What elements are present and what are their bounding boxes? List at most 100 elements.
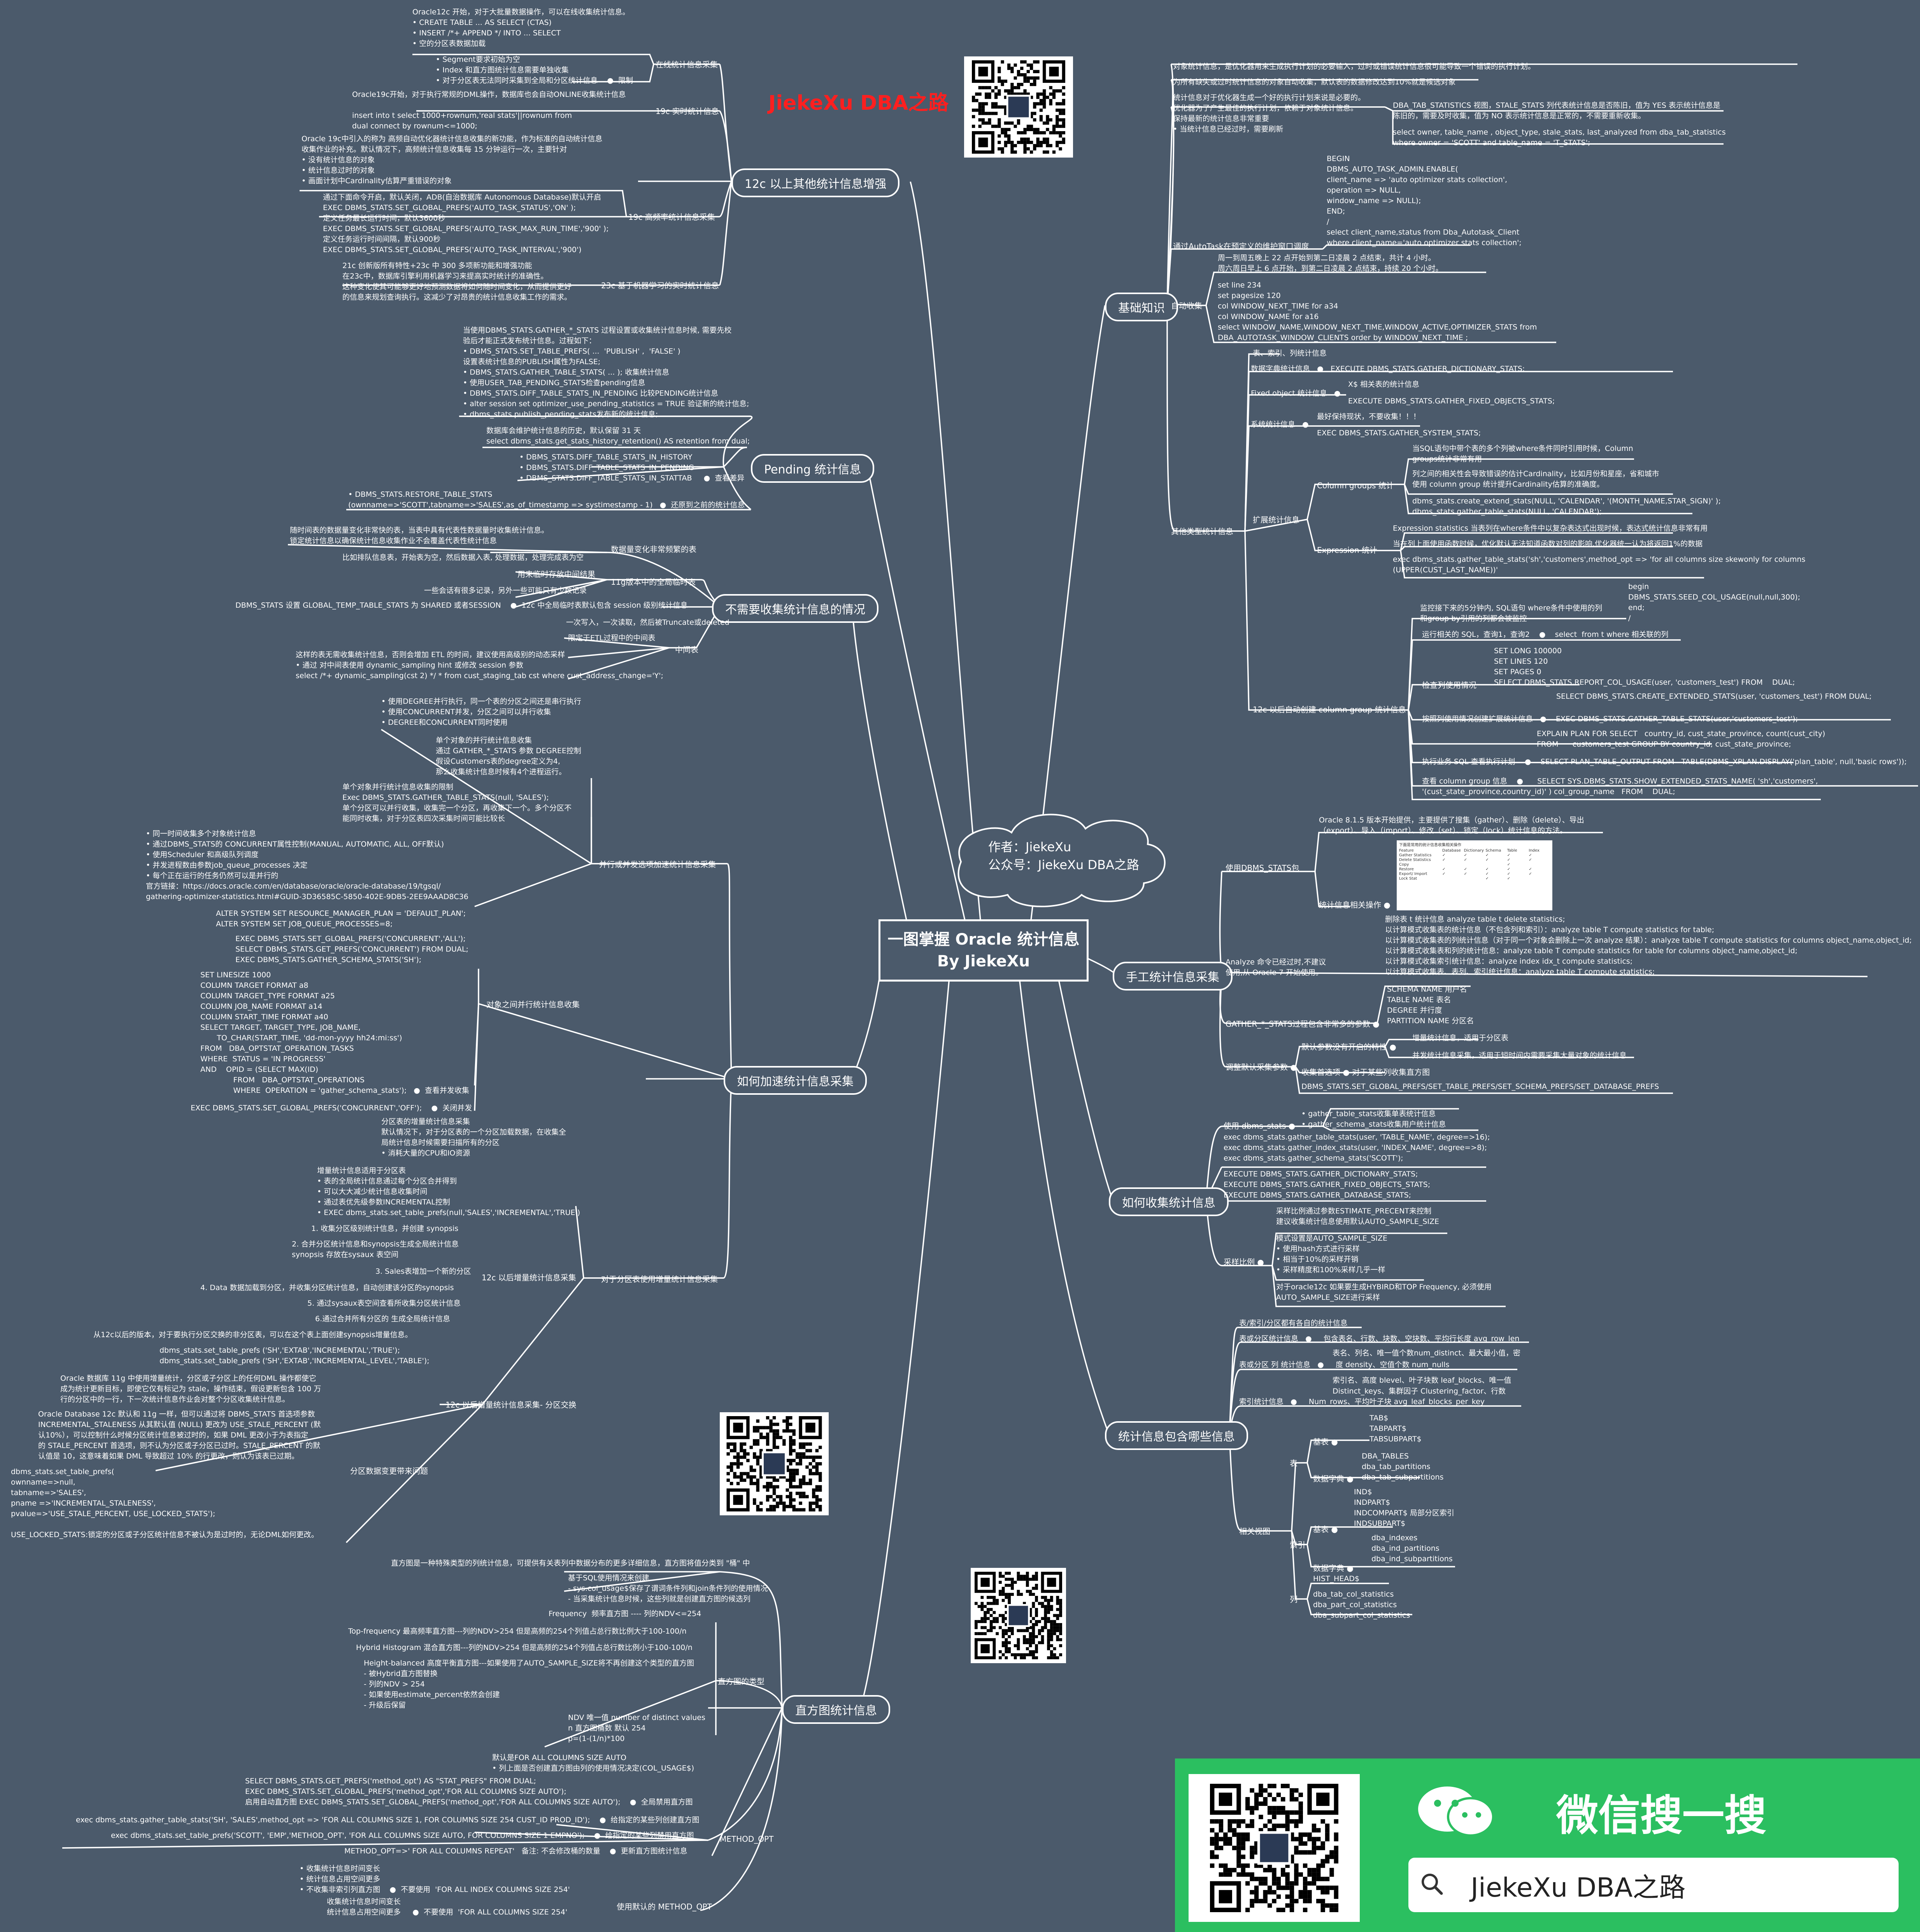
nocollect-freq-label: 数据量变化非常频繁的表 (611, 545, 696, 554)
manual-analyze-text: 删除表 t 统计信息 analyze table t delete statis… (1385, 915, 1912, 976)
speed-incremental-intro: 分区表的增量统计信息采集 默认情况下，对于分区表的一个分区加载数据，在收集全 局… (381, 1117, 566, 1157)
basic-expression-func: 当在列上面使用函数时候，优化默认无法知道函数对列的影响,优化器统一认为将返回1%… (1393, 540, 1703, 548)
topic-no-collect[interactable]: 不需要收集统计信息的情况 (712, 594, 878, 623)
hist-type-top-frequency: Top-frequency 最高频率直方图---列的NDV>254 但是高频的2… (348, 1627, 687, 1636)
manual-ops-table: 下面是常用的统计信息收集相关操作 Feature Database Dictio… (1397, 840, 1552, 910)
topic-speedup[interactable]: 如何加速统计信息采集 (724, 1066, 867, 1095)
central-topic[interactable]: 一图掌握 Oracle 统计信息 By JiekeXu (878, 919, 1089, 982)
topic-basics[interactable]: 基础知识 (1105, 293, 1178, 321)
speed-object-parallel-label: 对象之间并行统计信息收集 (486, 1000, 580, 1009)
contents-tab-dict: DBA_TABLES dba_tab_partitions dba_tab_su… (1362, 1452, 1444, 1481)
nocollect-gtt-label: 11g版本中的全局临时表 (611, 577, 696, 587)
basic-auto-label: 自动收集 (1171, 301, 1202, 310)
hist-sql-usage: 基于SQL使用情况来创建 - sys.col_usage$保存了谓词条件列和jo… (568, 1574, 768, 1603)
basic-importance: 统计信息对于优化器生成一个好的执行计划来说是必要的。 优化器为了产生最佳的执行计… (1173, 93, 1366, 133)
speed-partition-incremental-label: 对于分区表使用增量统计信息采集 (601, 1275, 718, 1284)
contents-ind-dict-label: 数据字典 ● (1313, 1564, 1354, 1573)
col-table: Table (1507, 849, 1517, 853)
speed-staleness-cmd: dbms_stats.set_table_prefs( ownname=>nul… (11, 1467, 319, 1539)
col-dictionary: Dictionary (1464, 849, 1484, 853)
basic-run-sql: 运行相关的 SQL，查询1，查询2 ● select from t where … (1422, 630, 1669, 639)
contents-col-stats-2: 表或分区 列 统计信息 ● 度 density、空值个数 num_nulls (1239, 1360, 1450, 1369)
row-lock: Lock Stat (1399, 877, 1417, 881)
hist-type-frequency: Frequency 频率直方图 ---- 列的NDV<=254 (549, 1609, 701, 1618)
basic-colgroup-label: Column groups 统计 (1317, 481, 1394, 490)
basic-fixed-cmd: EXECUTE DBMS_STATS.GATHER_FIXED_OBJECTS_… (1348, 397, 1555, 405)
speed-concurrent-text: • 同一时间收集多个对象统计信息 • 通过DBMS_STATS的 CONCURR… (146, 829, 468, 901)
manual-params-label: GATHER_*_STATS过程包含非常多的参数 ● (1226, 1019, 1380, 1029)
basic-colgroup-cmd: dbms_stats.create_extend_stats(NULL, 'CA… (1412, 497, 1721, 516)
speed-step-5: 5. 通过sysaux表空间查看所收集分区统计信息 (307, 1299, 461, 1308)
basic-seed-cmd: begin DBMS_STATS.SEED_COL_USAGE(null,nul… (1628, 582, 1801, 622)
basic-table-col-stats: 表、索引、列统计信息 (1253, 349, 1327, 358)
author-cloud (957, 813, 1166, 907)
manual-prefs-label: 收集首选项 ● 对于某些列收集直方图 (1301, 1068, 1430, 1077)
online-stats-limits: • Segment要求初始为空 • Index 和直方图统计信息需要单独收集 •… (436, 55, 633, 85)
hist-intro: 直方图是一种特殊类型的列统计信息，可提供有关表列中数据分布的更多详细信息，直方图… (391, 1559, 750, 1567)
basic-system-warning: 最好保持现状，不要收集！！！ (1317, 412, 1421, 421)
author-note: 作者：JiekeXu 公众号：JiekeXu DBA之路 (949, 821, 1167, 891)
hist-default-text: 默认是FOR ALL COLUMNS SIZE AUTO • 列上面是否创建直方… (492, 1753, 694, 1772)
row-copy: Copy (1399, 863, 1409, 867)
row-export: Export/ Import (1399, 872, 1427, 876)
manual-default-off-label: 默认参数没有开启的特性 ● (1301, 1042, 1396, 1052)
speed-single-limit-text: 单个对象并行统计信息收集的限制 Exec DBMS_STATS.GATHER_T… (342, 783, 572, 823)
basic-dict-stats: 数据字典统计信息 ● EXECUTE DBMS_STATS.GATHER_DIC… (1251, 365, 1525, 373)
qr-code-icon (971, 1568, 1066, 1663)
row-restore: Restore (1399, 867, 1414, 871)
basic-system-label: 系统统计信息 ● (1251, 420, 1309, 429)
topic-how-collect[interactable]: 如何收集统计信息 (1109, 1187, 1229, 1216)
topic-12c-enhancements[interactable]: 12c 以上其他统计信息增强 (731, 168, 900, 197)
speed-exchange-intro: 从12c以后的版本，对于要执行分区交换的非分区表，可以在这个表上面创建synop… (93, 1331, 412, 1339)
topic-stats-contents[interactable]: 统计信息包含哪些信息 (1105, 1421, 1248, 1450)
row-gather: Gather Statistics (1399, 853, 1432, 857)
contents-ind-dict: dba_indexes dba_ind_partitions dba_ind_s… (1371, 1534, 1453, 1563)
basic-stale-query: select owner, table_name , object_type, … (1393, 128, 1726, 147)
speed-disable-concurrent: EXEC DBMS_STATS.SET_GLOBAL_PREFS('CONCUR… (191, 1104, 472, 1112)
speed-step-1: 1. 收集分区级别统计信息，并创建 synopsis (311, 1224, 459, 1233)
topic-histogram[interactable]: 直方图统计信息 (782, 1695, 890, 1724)
hist-index-columns-warning: • 收集统计信息时间变长 • 统计信息占用空间更多 • 不收集非索引列直方图 ●… (300, 1864, 570, 1894)
search-input[interactable]: JiekeXu DBA之路 (1408, 1858, 1899, 1912)
manual-params-text: SCHEMA NAME 用户名 TABLE NAME 表名 DEGREE 并行度… (1387, 985, 1474, 1025)
contents-col-dict: dba_tab_col_statistics dba_part_col_stat… (1313, 1590, 1410, 1620)
central-title: 一图掌握 Oracle 统计信息 (887, 931, 1080, 948)
basic-explain-plan: EXPLAIN PLAN FOR SELECT country_id, cust… (1537, 729, 1825, 749)
author-name: 作者：JiekeXu (988, 840, 1071, 854)
contents-ind-base: IND$ INDPART$ INDCOMPART$ 局部分区索引 INDSUBP… (1354, 1488, 1454, 1528)
nocollect-temp-label: 用来临时存放中间结果 (517, 570, 595, 579)
topic-manual-collect[interactable]: 手工统计信息采集 (1113, 962, 1233, 991)
howcollect-sample-intro: 采样比例通过参数ESTIMATE_PRECENT来控制 建议收集统计信息使用默认… (1276, 1207, 1440, 1226)
contents-tab-base: TAB$ TABPART$ TABSUBPART$ (1369, 1414, 1422, 1443)
basic-auto-candidate: 为所有缺失或过时统计信息的对象自动收集，默认表的数据修改达到10%就是候选对象 (1173, 78, 1456, 86)
howcollect-sample-label: 采样比例 ● (1224, 1257, 1264, 1267)
online-stats-label: 在线统计信息采集 (656, 60, 718, 69)
nocollect-intermediate-label: 中间表 (675, 645, 698, 654)
howcollect-dbms-label: 使用 dbms_stats ● (1224, 1121, 1296, 1131)
online-stats-text: Oracle12c 开始，对于大批量数据操作，可以在线收集统计信息。 • CRE… (412, 8, 630, 48)
speed-step-6: 6.通过合并所有分区的 生成全局统计信息 (315, 1315, 451, 1323)
contents-table-label: 表 (1290, 1459, 1298, 1468)
nocollect-session-text: 一些会话有很多记录，另外一些可能只有少数记录 (424, 586, 587, 595)
basic-stale-view: DBA_TAB_STATISTICS 视图，STALE_STATS 列代表统计信… (1393, 101, 1720, 120)
pending-stats-text: 当使用DBMS_STATS.GATHER_*_STATS 过程设置或收集统计信息… (463, 326, 749, 419)
author-wechat: 公众号：JiekeXu DBA之路 (988, 857, 1139, 872)
manual-table-title: 下面是常用的统计信息收集相关操作 (1399, 843, 1461, 847)
basic-usage-label: 检查列使用情况 (1422, 680, 1476, 690)
basic-window-query: set line 234 set pagesize 120 col WINDOW… (1218, 281, 1537, 342)
hist-disable-columns: exec dbms_stats.set_table_prefs('SCOTT',… (111, 1831, 694, 1840)
basic-other-label: 其他类型统计信息 (1171, 527, 1233, 536)
hist-all-columns-warning: 收集统计信息时间变长 统计信息占用空间更多 ● 不要使用 'FOR ALL CO… (327, 1897, 568, 1916)
speed-incremental-text: 增量统计信息适用于分区表 • 表的全局统计信息通过每个分区合并得到 • 可以大大… (317, 1166, 580, 1217)
hist-repeat-text: METHOD_OPT=>' FOR ALL COLUMNS REPEAT' 备注… (344, 1847, 687, 1855)
col-database: Database (1442, 849, 1461, 853)
wechat-search-banner[interactable]: 微信搜一搜 JiekeXu DBA之路 (1175, 1758, 1920, 1932)
nocollect-dynamic-text: 这样的表无需收集统计信息，否则会增加 ETL 的时间，建议使用高级别的动态采样 … (296, 650, 663, 680)
contents-table-stats: 表或分区统计信息 ● 包含表名、行数、块数、空块数、平均行长度 avg_row_… (1239, 1334, 1520, 1343)
highfreq-stats-text: Oracle 19c中引入的称为 高频自动优化器统计信息收集的新功能，作为标准的… (302, 135, 603, 185)
basic-colgroup-corr: 列之间的相关性会导致错误的估计Cardinality，比如月份和星座，省和城市 … (1412, 470, 1659, 489)
realtime-stats-label: 19c 实时统计信息 (656, 107, 719, 116)
speed-step-2: 2. 合并分区统计信息和synopsis生成全局统计信息 synopsis 存放… (292, 1240, 459, 1259)
topic-pending-stats[interactable]: Pending 统计信息 (751, 454, 875, 483)
